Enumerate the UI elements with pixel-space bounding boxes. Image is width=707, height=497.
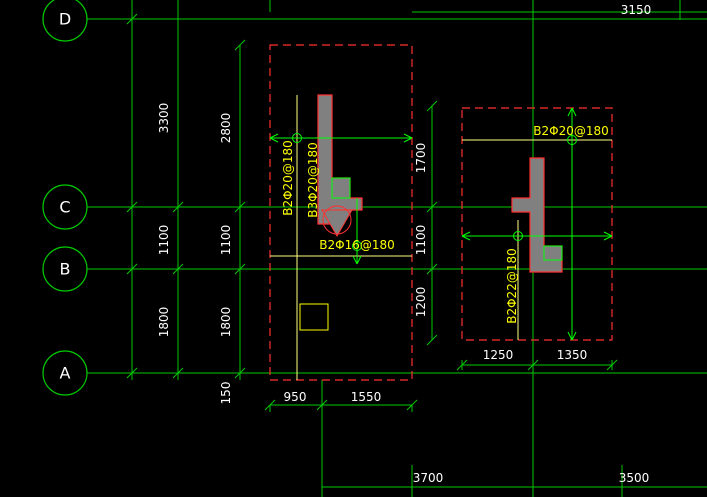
axis-label-a: A	[60, 364, 71, 383]
axis-label-b: B	[60, 260, 71, 279]
left-column[interactable]	[317, 94, 363, 238]
axis-bubble-c[interactable]	[42, 184, 88, 230]
dim-top-right: 3150	[621, 3, 652, 17]
pit-marker[interactable]	[299, 303, 329, 331]
dim-left-3300: 3300	[157, 103, 171, 134]
rebar-left-v1: B2Φ20@180	[281, 140, 295, 216]
axis-bubble-b[interactable]	[42, 246, 88, 292]
dim-right-1700: 1700	[414, 143, 428, 174]
right-foundation-outline[interactable]	[461, 107, 613, 341]
dim-left-1800: 1800	[157, 307, 171, 338]
axis-label-c: C	[59, 198, 70, 217]
dim-right-w2: 1350	[557, 348, 588, 362]
rebar-left-v2: B3Φ20@180	[306, 142, 320, 218]
dim-inner-1100: 1100	[219, 225, 233, 256]
dim-bottom-3500: 3500	[619, 471, 650, 485]
dim-bottom-3700: 3700	[413, 471, 444, 485]
right-rebar-lines	[461, 107, 613, 341]
dim-left-1100: 1100	[157, 225, 171, 256]
dim-left-w1: 950	[284, 390, 307, 404]
rebar-right-v: B2Φ22@180	[505, 248, 519, 324]
right-column[interactable]	[511, 157, 563, 273]
dim-right-1200: 1200	[414, 287, 428, 318]
dim-right-1100: 1100	[414, 225, 428, 256]
left-rebar-lines	[269, 133, 413, 265]
dim-right-w1: 1250	[483, 348, 514, 362]
dim-left-w2: 1550	[351, 390, 382, 404]
axis-label-d: D	[59, 10, 71, 29]
axis-bubbles	[42, 0, 88, 396]
dim-inner-150: 150	[219, 382, 233, 405]
rebar-text: B2Φ20@180 B3Φ20@180 B2Φ16@180 B2Φ20@180 …	[281, 124, 609, 324]
dim-inner-1800: 1800	[219, 307, 233, 338]
rebar-left-h: B2Φ16@180	[319, 238, 395, 252]
rebar-right-h: B2Φ20@180	[533, 124, 609, 138]
dim-inner-2800: 2800	[219, 113, 233, 144]
left-foundation-outline[interactable]	[269, 44, 413, 381]
dimension-ticks	[126, 13, 618, 411]
axis-bubble-a[interactable]	[42, 350, 88, 396]
grid-lines	[87, 0, 707, 497]
axis-bubble-d[interactable]	[42, 0, 88, 42]
dimension-text: 3150 3300 1100 1800 2800 1100 1800 150 9…	[157, 3, 651, 485]
